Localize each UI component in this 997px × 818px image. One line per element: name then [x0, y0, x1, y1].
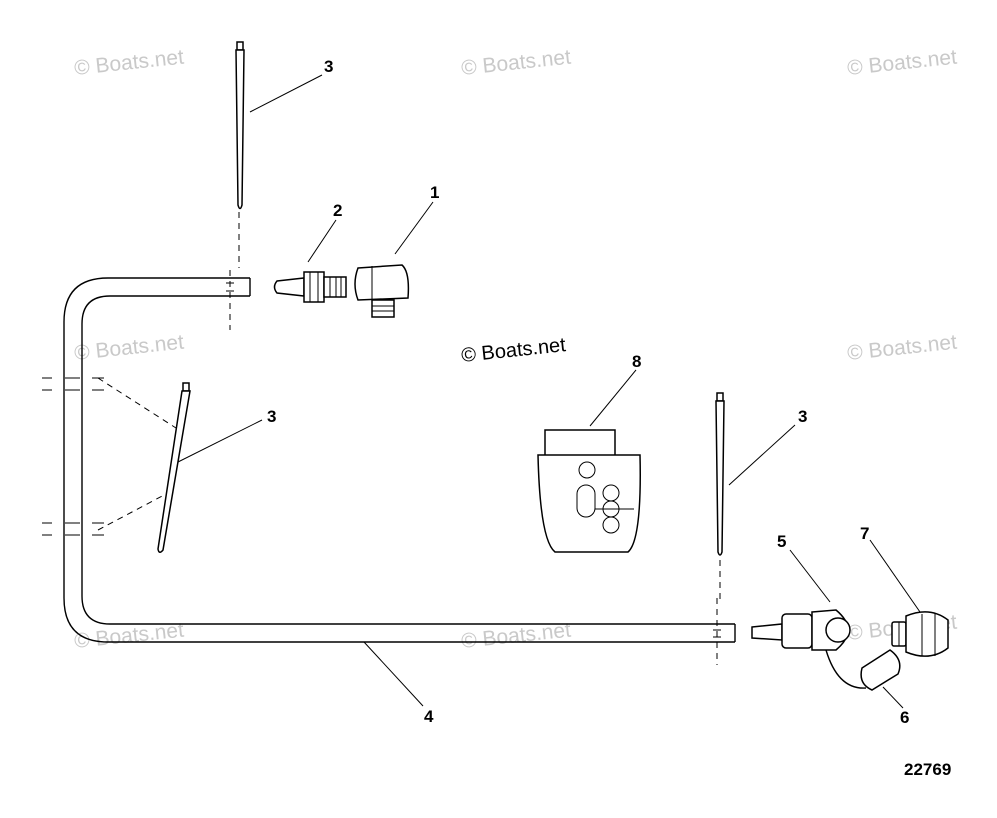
callout-3-right: 3 — [798, 407, 807, 426]
coupler-part-7 — [891, 611, 949, 657]
watermark-top-right: © Boats.net — [846, 46, 958, 80]
hose-part-4 — [63, 270, 736, 665]
tie-strap-top — [235, 41, 245, 268]
callout-3-top: 3 — [324, 57, 333, 76]
callouts: 3 2 1 3 8 3 5 7 4 6 — [267, 57, 909, 727]
quick-connector-part-5 — [751, 609, 867, 689]
callout-1: 1 — [430, 183, 439, 202]
tie-strap-right — [715, 392, 725, 600]
callout-6: 6 — [900, 708, 909, 727]
callout-8: 8 — [632, 352, 641, 371]
watermark-top-left: © Boats.net — [73, 46, 185, 80]
watermark-mid-left: © Boats.net — [73, 331, 185, 365]
callout-2: 2 — [333, 201, 342, 220]
center-watermark: © Boats.net — [460, 334, 567, 367]
callout-4: 4 — [424, 707, 434, 726]
hose-fitting-part-2 — [273, 271, 347, 303]
watermark-top-center: © Boats.net — [460, 46, 572, 80]
figure-number: 22769 — [904, 760, 951, 779]
watermark-mid-right: © Boats.net — [846, 331, 958, 365]
leader-lines — [177, 74, 921, 709]
decal-part-8 — [537, 429, 641, 553]
callout-5: 5 — [777, 532, 786, 551]
callout-7: 7 — [860, 524, 869, 543]
callout-3-left: 3 — [267, 407, 276, 426]
cap-part-6 — [860, 649, 901, 691]
elbow-fitting-part-1 — [354, 264, 410, 318]
tie-strap-left — [42, 377, 191, 553]
